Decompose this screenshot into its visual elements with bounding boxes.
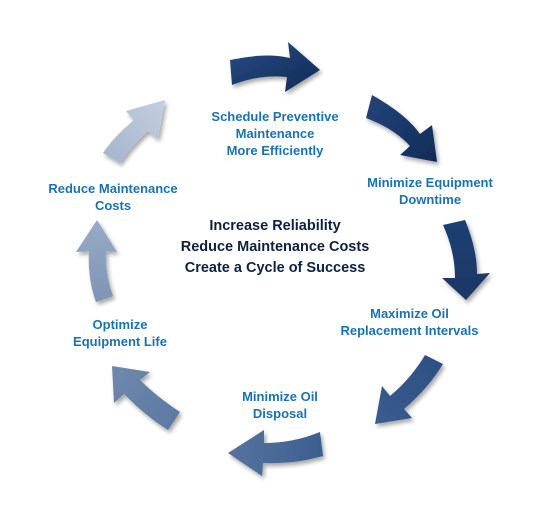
arrow-upper-right xyxy=(366,95,437,162)
center-line: Increase Reliability xyxy=(209,218,341,234)
arrow-top xyxy=(230,42,320,92)
step-label-line: Minimize Oil xyxy=(242,389,318,404)
step-schedule-preventive-maintenance: Schedule Preventive Maintenance More Eff… xyxy=(190,108,360,159)
center-line: Create a Cycle of Success xyxy=(184,260,366,276)
arrow-upper-left xyxy=(103,100,165,163)
step-minimize-oil-disposal: Minimize Oil Disposal xyxy=(220,388,340,422)
arrow-bottom xyxy=(228,430,323,476)
step-label-line: Optimize xyxy=(92,317,148,332)
center-goals: Increase Reliability Reduce Maintenance … xyxy=(135,216,415,279)
step-minimize-equipment-downtime: Minimize Equipment Downtime xyxy=(345,174,515,208)
step-maximize-oil-replacement-intervals: Maximize Oil Replacement Intervals xyxy=(322,305,497,339)
step-label-line: Disposal xyxy=(252,406,308,421)
arrow-lower-right xyxy=(375,355,443,424)
center-line: Reduce Maintenance Costs xyxy=(180,239,370,255)
step-label-line: Minimize Equipment xyxy=(367,175,493,190)
step-label-line: More Efficiently xyxy=(226,143,324,158)
step-label-line: Downtime xyxy=(398,192,462,207)
step-label-line: Reduce Maintenance xyxy=(48,181,178,196)
step-label-line: Maintenance xyxy=(235,126,315,141)
step-label-line: Replacement Intervals xyxy=(340,323,479,338)
step-reduce-maintenance-costs: Reduce Maintenance Costs xyxy=(28,180,198,214)
arrow-lower-left xyxy=(112,366,180,430)
step-optimize-equipment-life: Optimize Equipment Life xyxy=(55,316,185,350)
arrow-right xyxy=(442,220,490,300)
step-label-line: Schedule Preventive xyxy=(211,109,339,124)
arrow-left xyxy=(76,220,117,302)
step-label-line: Maximize Oil xyxy=(370,306,449,321)
step-label-line: Equipment Life xyxy=(73,334,167,349)
step-label-line: Costs xyxy=(94,198,132,213)
